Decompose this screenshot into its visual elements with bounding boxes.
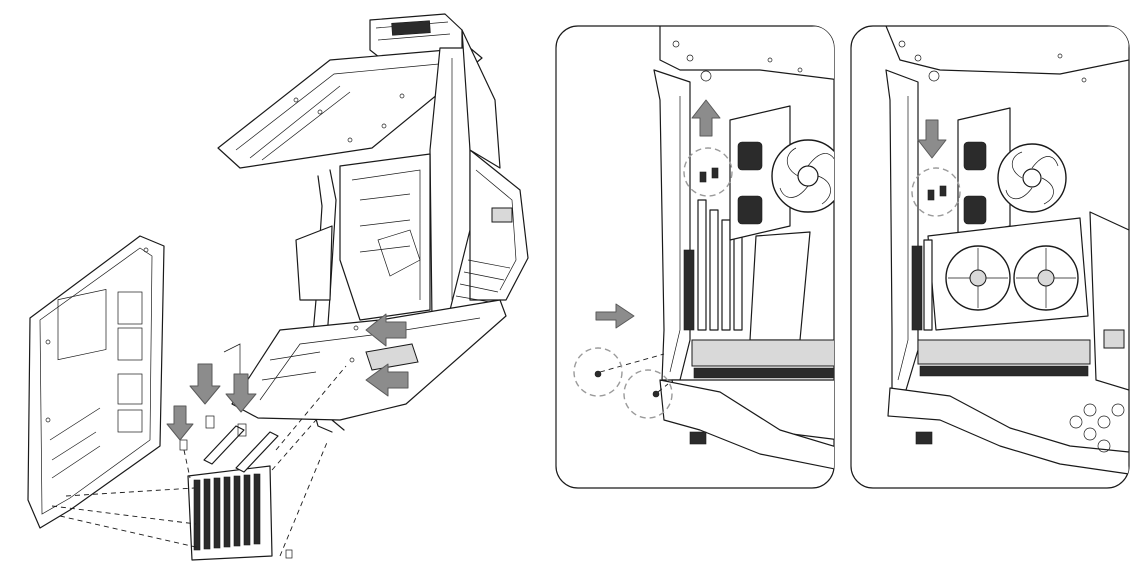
detail-panel-after — [850, 25, 1130, 489]
case-frame — [217, 13, 529, 433]
down-arrow-detail — [917, 119, 947, 159]
left-arrow-lower — [365, 363, 409, 397]
side-panel — [27, 235, 165, 529]
detail-panel-before — [555, 25, 835, 489]
left-arrow-upper — [365, 313, 407, 347]
expansion-slot-bracket — [51, 365, 347, 561]
exploded-view-panel — [27, 13, 529, 561]
up-arrow-detail — [691, 99, 721, 137]
down-arrow-right — [225, 373, 257, 413]
down-arrow-left — [166, 405, 194, 441]
right-arrow-detail — [595, 303, 635, 329]
down-arrow-middle — [189, 363, 221, 405]
